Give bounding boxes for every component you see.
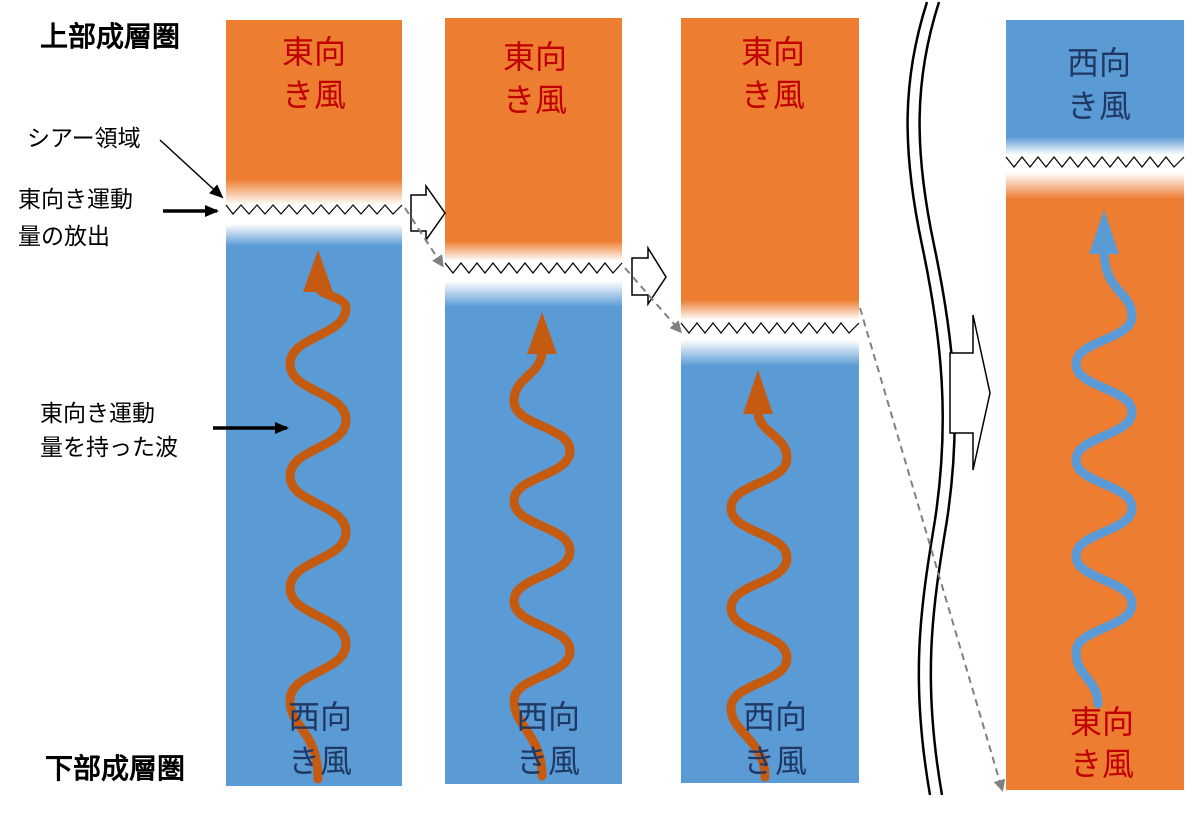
column-2-bottom-wind-line2: き風: [516, 742, 580, 780]
column-1-eastward-region: [226, 20, 402, 180]
descent-arrow-2: [624, 267, 682, 334]
column-2-bottom-wind-line1: 西向: [516, 698, 580, 736]
column-4-westward-region: [1006, 20, 1184, 138]
column-3-bottom-wind-line1: 西向: [743, 698, 807, 736]
column-2: 東向 き風 西向 き風: [444, 18, 623, 784]
column-3-wave-arrowhead: [743, 370, 773, 414]
column-4: 西向 き風 東向 き風: [1005, 20, 1185, 790]
column-2-wave-arrowhead: [527, 312, 557, 354]
column-2-wave-arrow: [509, 345, 575, 781]
transition-arrow-1: [410, 183, 446, 243]
momentum-release-label-line2: 量の放出: [18, 224, 110, 250]
wave-label-line2: 量を持った波: [40, 435, 178, 461]
transition-arrow-3: [949, 314, 991, 471]
column-3-shear-zigzag: [680, 322, 860, 334]
column-3-eastward-region: [681, 18, 859, 301]
column-4-wave-arrowhead: [1089, 210, 1119, 254]
shear-region-pointer: [159, 139, 224, 199]
column-3: 東向 き風 西向 き風: [680, 18, 860, 783]
column-1-bottom-wind-line2: き風: [288, 742, 352, 780]
shear-region-label: シアー領域: [27, 126, 141, 152]
column-4-wave-arrow: [1071, 245, 1137, 709]
transition-arrow-2: [631, 245, 667, 307]
momentum-release-label-line1: 東向き運動: [18, 187, 133, 213]
column-4-shear-zigzag: [1005, 156, 1185, 168]
wave-label-line1: 東向き運動: [40, 401, 155, 427]
column-1-bottom-wind-line1: 西向: [288, 698, 352, 736]
column-3-wave-arrow: [726, 407, 792, 782]
lower-stratosphere-label: 下部成層圏: [45, 752, 185, 785]
column-1-top-wind-line1: 東向: [282, 33, 346, 71]
column-1: 東向 き風 西向 き風: [225, 20, 403, 786]
column-1-shear-zigzag: [225, 204, 403, 215]
column-3-top-wind-line1: 東向: [741, 33, 805, 71]
column-4-top-wind-line2: き風: [1067, 87, 1131, 125]
column-2-eastward-region: [445, 18, 622, 242]
column-1-wave-arrowhead: [303, 250, 333, 292]
column-1-top-wind-line2: き風: [282, 76, 346, 114]
column-2-top-wind-line2: き風: [503, 81, 567, 119]
column-2-top-wind-line1: 東向: [503, 38, 567, 76]
column-2-shear-zigzag: [444, 262, 623, 274]
column-4-bottom-wind-line2: き風: [1070, 745, 1134, 783]
column-4-bottom-wind-line1: 東向: [1070, 703, 1134, 741]
column-3-top-wind-line2: き風: [741, 76, 805, 114]
column-4-top-wind-line1: 西向: [1067, 44, 1131, 82]
time-break-double-line: [906, 1, 957, 796]
column-2-westward-region: [445, 306, 622, 784]
column-1-wave-arrow: [285, 281, 351, 784]
column-3-bottom-wind-line2: き風: [743, 742, 807, 780]
upper-stratosphere-label: 上部成層圏: [40, 20, 180, 53]
